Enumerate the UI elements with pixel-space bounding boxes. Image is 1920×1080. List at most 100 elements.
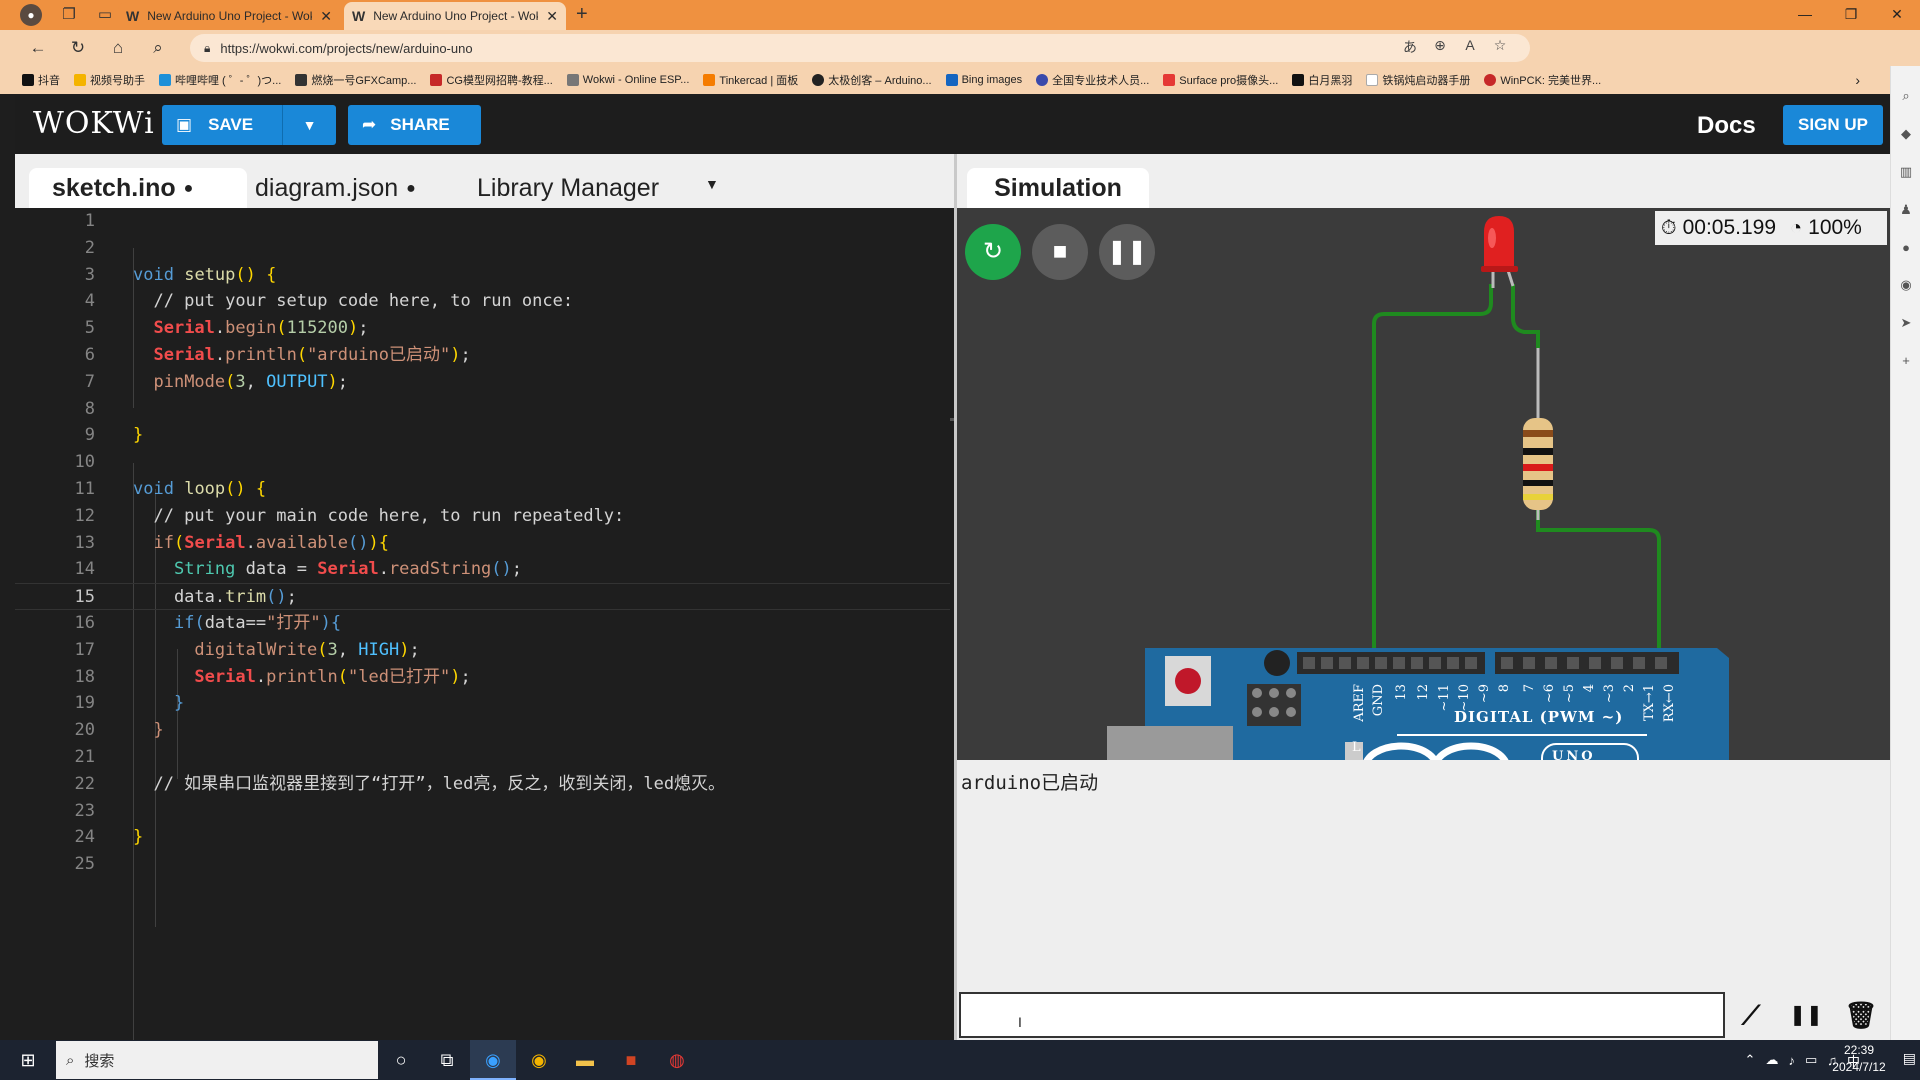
led-l-label: L <box>1352 740 1361 755</box>
bookmark-item[interactable]: WinPCK: 完美世界... <box>1484 72 1601 88</box>
code-line-current: 15 data.trim(); <box>15 583 950 610</box>
bookmark-item[interactable]: 白月黑羽 <box>1292 72 1352 88</box>
bookmark-item[interactable]: 太极创客 – Arduino... <box>812 72 932 88</box>
save-dropdown-button[interactable]: ▼ <box>282 105 336 145</box>
restart-simulation-button[interactable]: ↻ <box>965 224 1021 280</box>
stop-simulation-button[interactable]: ■ <box>1032 224 1088 280</box>
ime-indicator[interactable]: 中 <box>1846 1053 1860 1069</box>
bookmark-item[interactable]: 燃烧一号GFXCamp... <box>295 72 416 88</box>
send-icon[interactable]: ➤ <box>1900 315 1912 330</box>
network-icon[interactable]: ▭ <box>1804 1052 1818 1067</box>
bookmark-item[interactable]: 哔哩哔哩 ( ゜- ゜)つ... <box>159 72 281 88</box>
refresh-icon[interactable]: ↻ <box>70 38 86 57</box>
tools-icon[interactable]: ▥ <box>1899 164 1913 179</box>
stop-icon: ■ <box>1052 238 1068 265</box>
bookmark-item[interactable]: 全国专业技术人员... <box>1036 72 1149 88</box>
code-line: 17 digitalWrite(3, HIGH); <box>74 639 420 660</box>
sign-up-button[interactable]: SIGN UP <box>1783 105 1883 145</box>
outlook-icon[interactable]: ◉ <box>1900 277 1912 292</box>
recorder-app-icon[interactable]: ◍ <box>669 1050 685 1070</box>
chevron-right-icon[interactable]: › <box>1855 72 1860 88</box>
tab-actions-icon[interactable]: ▭ <box>97 6 113 23</box>
bookmark-item[interactable]: 抖音 <box>22 72 60 88</box>
chrome-icon[interactable]: ◉ <box>531 1050 547 1070</box>
bookmark-item[interactable]: Wokwi - Online ESP... <box>566 74 689 86</box>
bookmark-item[interactable]: 铁锅炖启动器手册 <box>1366 72 1470 88</box>
search-icon[interactable]: ⌕ <box>1902 88 1910 103</box>
back-icon[interactable]: ← <box>29 38 47 57</box>
pause-serial-button[interactable]: ❚❚ <box>1784 994 1828 1036</box>
browser-tab-2[interactable]: W New Arduino Uno Project - Wok ✕ <box>344 2 566 30</box>
microphone-icon[interactable]: ♪ <box>1788 1052 1795 1068</box>
url-text: https://wokwi.com/projects/new/arduino-u… <box>220 40 473 56</box>
url-input[interactable]: 🔒︎ https://wokwi.com/projects/new/arduin… <box>190 34 1530 62</box>
serial-input-field[interactable]: I <box>959 992 1725 1038</box>
tab-library-manager[interactable]: Library Manager <box>477 174 660 202</box>
panel-resize-divider[interactable] <box>954 154 957 1040</box>
notification-icon[interactable]: ▤ <box>1902 1050 1916 1066</box>
code-line: 5 Serial.begin(115200); <box>84 318 369 339</box>
tab-menu-caret-icon[interactable]: ▼ <box>705 176 719 192</box>
home-icon[interactable]: ⌂ <box>112 38 124 57</box>
modified-dot-icon: ● <box>406 180 416 198</box>
stopwatch-icon: ⏱︎ <box>1661 216 1677 239</box>
browser-tab-1[interactable]: W New Arduino Uno Project - Wok ✕ <box>118 2 340 30</box>
save-button[interactable]: ▣ SAVE <box>162 105 282 145</box>
add-icon[interactable]: + <box>1902 353 1910 368</box>
plotter-button[interactable]: ⟋ <box>1729 994 1773 1036</box>
favorite-star-icon[interactable]: ☆ <box>1493 37 1507 53</box>
office-icon[interactable]: ● <box>1902 240 1910 255</box>
task-view-icon[interactable]: ⧉ <box>440 1050 454 1070</box>
docs-link[interactable]: Docs <box>1697 112 1756 139</box>
tab-sketch-ino[interactable]: sketch.ino● <box>29 168 247 208</box>
code-line: 21 <box>74 747 95 767</box>
zoom-icon[interactable]: ⊕ <box>1434 37 1446 53</box>
maximize-icon[interactable]: ❐ <box>1844 6 1858 22</box>
share-button[interactable]: ➦ SHARE <box>348 105 481 145</box>
code-line: 13 if(Serial.available()){ <box>74 532 389 553</box>
read-aloud-icon[interactable]: A <box>1465 37 1475 53</box>
cloud-icon[interactable]: ☁ <box>1765 1052 1779 1067</box>
volume-icon[interactable]: ♫ <box>1827 1052 1837 1068</box>
edge-browser-icon[interactable]: ◉ <box>470 1040 516 1080</box>
copilot-icon[interactable]: ◆ <box>1901 126 1911 141</box>
wire-pin3 <box>1536 508 1661 660</box>
tab-simulation[interactable]: Simulation <box>967 168 1149 208</box>
search-icon: ⌕ <box>66 1051 75 1069</box>
games-icon[interactable]: ♟ <box>1900 202 1912 217</box>
wokwi-header: WOKWi ▣ SAVE ▼ ➦ SHARE Docs SIGN UP <box>15 96 1890 154</box>
bookmark-item[interactable]: Bing images <box>945 74 1022 86</box>
powerpoint-icon[interactable]: ■ <box>625 1050 637 1070</box>
tray-chevron-up-icon[interactable]: ⌃ <box>1744 1052 1756 1067</box>
simulation-canvas[interactable]: ↻ ■ ❚❚ ⏱︎ 00:05.199 ◔ 100% <box>957 208 1890 760</box>
close-tab-icon[interactable]: ✕ <box>320 7 332 24</box>
clear-serial-button[interactable]: 🗑︎ <box>1839 994 1883 1036</box>
bookmark-item[interactable]: 视频号助手 <box>74 72 145 88</box>
search-icon[interactable]: ⌕ <box>153 38 163 57</box>
new-tab-icon[interactable]: + <box>576 3 588 25</box>
wire-led-resistor <box>1511 284 1540 348</box>
bookmark-item[interactable]: Surface pro摄像头... <box>1163 72 1278 88</box>
wokwi-logo[interactable]: WOKWi <box>33 106 155 141</box>
bookmark-item[interactable]: CG模型网招聘-教程... <box>430 72 553 88</box>
text-cursor-icon: I <box>1018 1014 1022 1030</box>
uno-label: UNO <box>1552 749 1596 760</box>
workspaces-icon[interactable]: ❐ <box>62 6 76 23</box>
taskbar-clock[interactable]: 22:39 2024/7/12 <box>1832 1043 1886 1074</box>
profile-avatar-icon[interactable]: ● <box>20 4 42 26</box>
arduino-uno-board <box>1107 648 1729 760</box>
close-window-icon[interactable]: ✕ <box>1891 6 1903 22</box>
minimize-icon[interactable]: — <box>1798 6 1812 22</box>
file-explorer-icon[interactable]: ▬ <box>576 1050 594 1070</box>
circuit-diagram <box>1107 216 1729 760</box>
close-tab-icon[interactable]: ✕ <box>546 7 558 24</box>
taskbar-search-input[interactable]: ⌕ 搜索 <box>56 1041 378 1079</box>
translate-icon[interactable]: あ <box>1403 39 1417 55</box>
pause-simulation-button[interactable]: ❚❚ <box>1099 224 1155 280</box>
cortana-icon[interactable]: ○ <box>395 1050 407 1070</box>
bookmark-item[interactable]: Tinkercad | 面板 <box>703 72 798 88</box>
tab-diagram-json[interactable]: diagram.json● <box>255 174 416 202</box>
windows-start-icon[interactable]: ⊞ <box>20 1049 36 1070</box>
